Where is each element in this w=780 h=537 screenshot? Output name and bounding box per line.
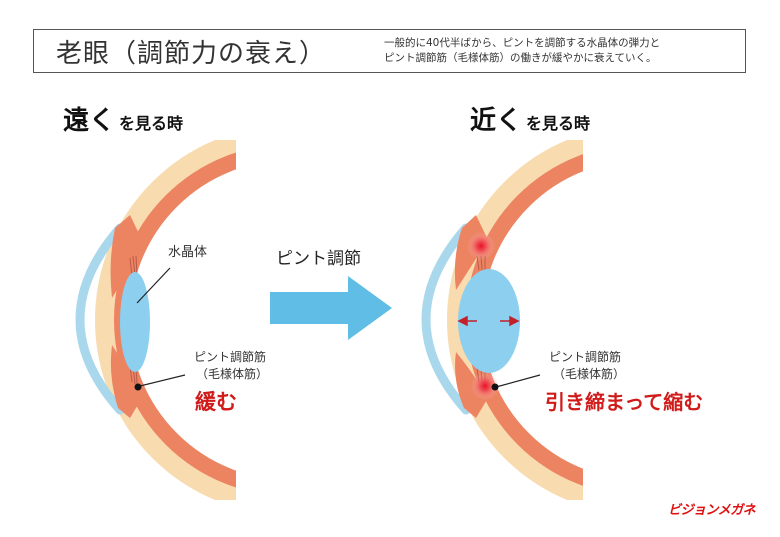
left-muscle-leader — [139, 374, 186, 387]
left-state-label: 緩む — [195, 390, 237, 414]
right-heading-small: を見る時 — [526, 114, 591, 133]
left-sclera — [95, 140, 236, 500]
arrow-label: ピント調節 — [276, 249, 361, 269]
right-muscle-label-line2: （毛様体筋） — [553, 367, 626, 381]
right-heading-big: 近く — [470, 106, 523, 136]
brand-logo: ビジョンメガネ — [668, 503, 756, 518]
left-lens — [120, 272, 150, 372]
left-cornea — [75, 223, 125, 415]
description-line-2: ピント調節筋（毛様体筋）の働きが緩やかに衰えていく。 — [384, 52, 657, 64]
right-muscle-label-line1: ピント調節筋 — [549, 350, 622, 364]
left-iris-lower — [110, 345, 142, 418]
left-heading-big: 遠く — [63, 106, 116, 136]
right-contraction-glow-bottom — [471, 372, 499, 400]
left-muscle-dot — [134, 383, 142, 391]
left-muscle-label-line2: （毛様体筋） — [196, 367, 269, 381]
lens-expand-arrows-icon — [457, 315, 520, 327]
right-sclera — [447, 140, 583, 500]
right-cornea — [421, 223, 471, 415]
right-muscle-dot — [491, 383, 499, 391]
lens-label: 水晶体 — [168, 245, 208, 260]
left-muscle-label-line1: ピント調節筋 — [194, 350, 267, 364]
right-eye — [421, 140, 583, 500]
title-box: 老眼（調節力の衰え） 一般的に40代半ばから、ピントを調節する水晶体の弾力と ピ… — [33, 29, 746, 73]
right-muscle-leader — [495, 374, 541, 388]
title-description: 一般的に40代半ばから、ピントを調節する水晶体の弾力と ピント調節筋（毛様体筋）… — [384, 36, 660, 66]
right-heading: 近くを見る時 — [470, 100, 590, 137]
left-eye — [75, 140, 236, 500]
left-heading-small: を見る時 — [119, 114, 184, 133]
left-heading: 遠くを見る時 — [63, 100, 183, 137]
left-lens-leader — [136, 267, 171, 304]
right-lens — [458, 269, 520, 373]
description-line-1: 一般的に40代半ばから、ピントを調節する水晶体の弾力と — [384, 37, 661, 49]
right-arrow-icon — [270, 276, 392, 340]
left-iris-upper — [110, 215, 142, 298]
page-title: 老眼（調節力の衰え） — [56, 39, 327, 69]
right-contraction-glow-top — [467, 232, 495, 260]
right-state-label: 引き締まって縮む — [545, 390, 704, 414]
